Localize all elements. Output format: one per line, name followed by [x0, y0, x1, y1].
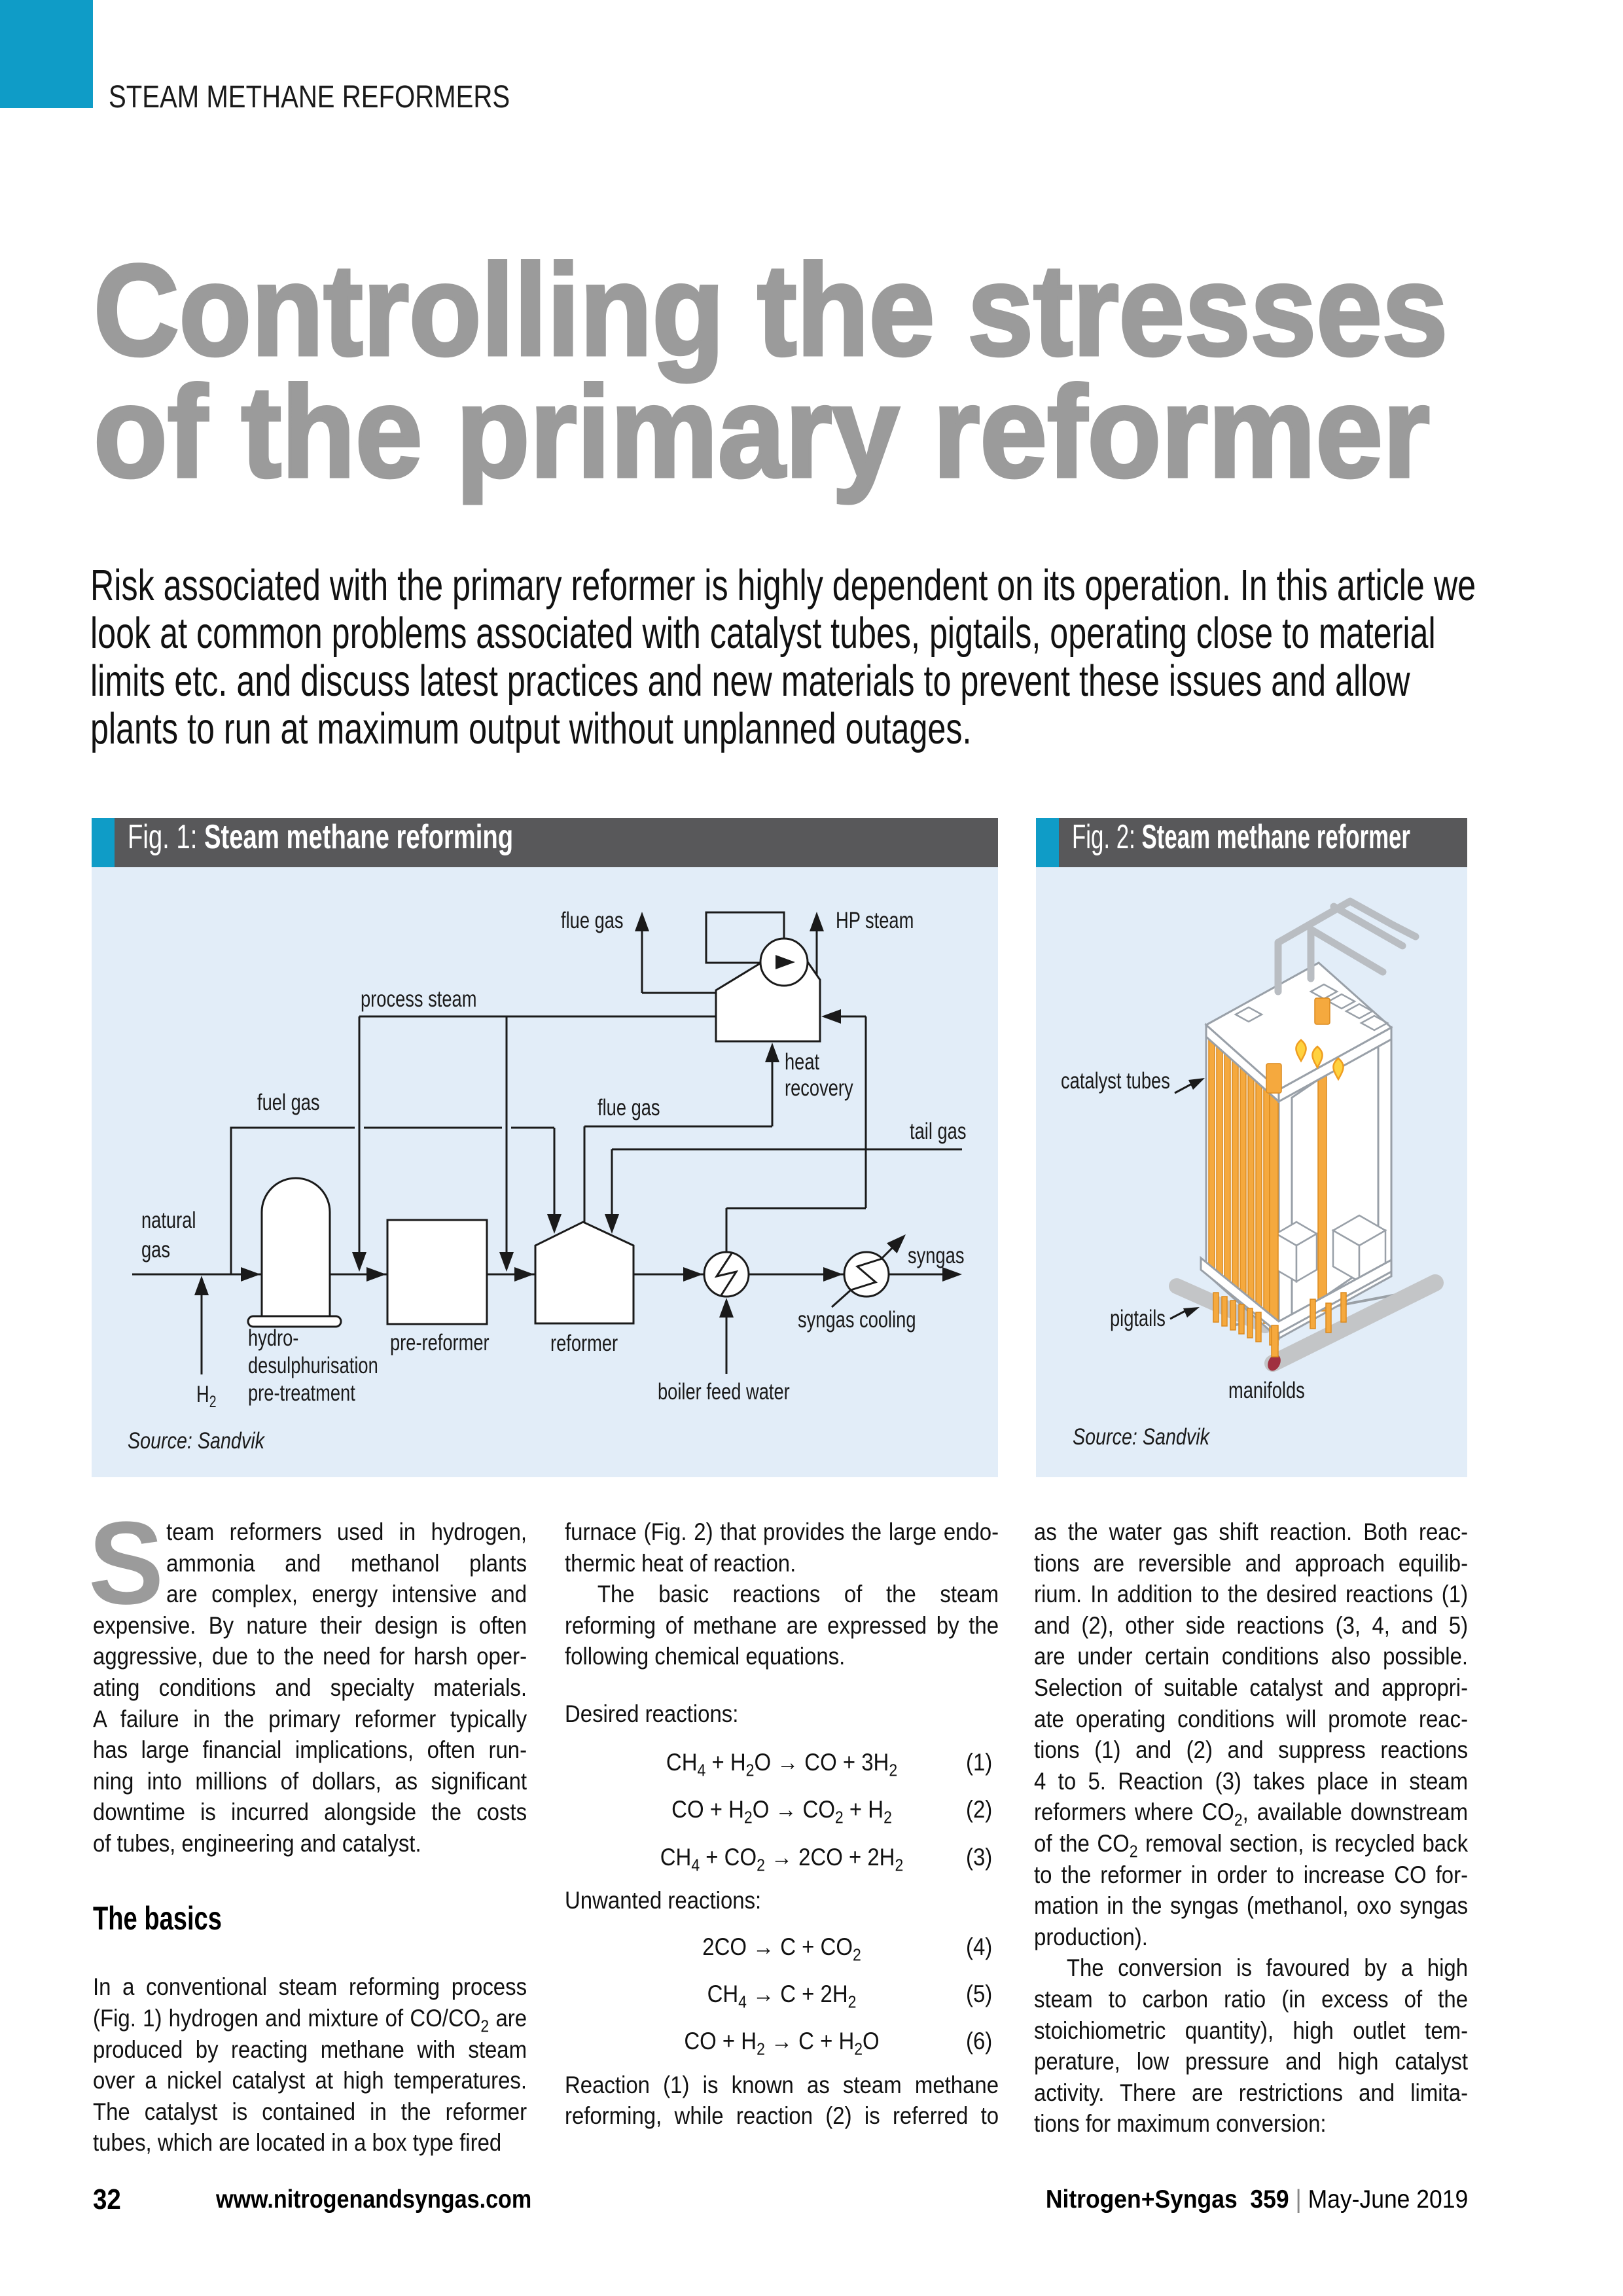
svg-text:pigtails: pigtails — [1110, 1306, 1166, 1331]
svg-text:HP steam: HP steam — [836, 908, 914, 933]
svg-text:boiler feed water: boiler feed water — [658, 1379, 790, 1405]
svg-text:gas: gas — [141, 1237, 170, 1263]
svg-text:process steam: process steam — [361, 986, 476, 1012]
svg-text:H2: H2 — [196, 1382, 217, 1411]
svg-text:heat: heat — [785, 1049, 819, 1075]
svg-text:catalyst tubes: catalyst tubes — [1061, 1068, 1170, 1094]
svg-text:manifolds: manifolds — [1228, 1378, 1305, 1403]
svg-text:natural: natural — [141, 1208, 196, 1233]
svg-text:fuel gas: fuel gas — [257, 1090, 320, 1115]
svg-text:tail gas: tail gas — [910, 1119, 966, 1144]
svg-text:desulphurisation: desulphurisation — [248, 1353, 378, 1378]
svg-text:Source: Sandvik: Source: Sandvik — [1073, 1424, 1211, 1449]
svg-text:hydro-: hydro- — [248, 1325, 298, 1351]
svg-text:recovery: recovery — [785, 1075, 853, 1101]
svg-text:Source: Sandvik: Source: Sandvik — [128, 1427, 266, 1453]
svg-text:syngas cooling: syngas cooling — [798, 1307, 916, 1333]
svg-text:flue gas: flue gas — [597, 1095, 660, 1121]
svg-text:reformer: reformer — [550, 1331, 618, 1356]
svg-text:pre-reformer: pre-reformer — [390, 1330, 490, 1355]
svg-text:syngas: syngas — [908, 1243, 964, 1268]
svg-text:flue gas: flue gas — [561, 908, 624, 933]
svg-text:pre-treatment: pre-treatment — [248, 1380, 355, 1406]
